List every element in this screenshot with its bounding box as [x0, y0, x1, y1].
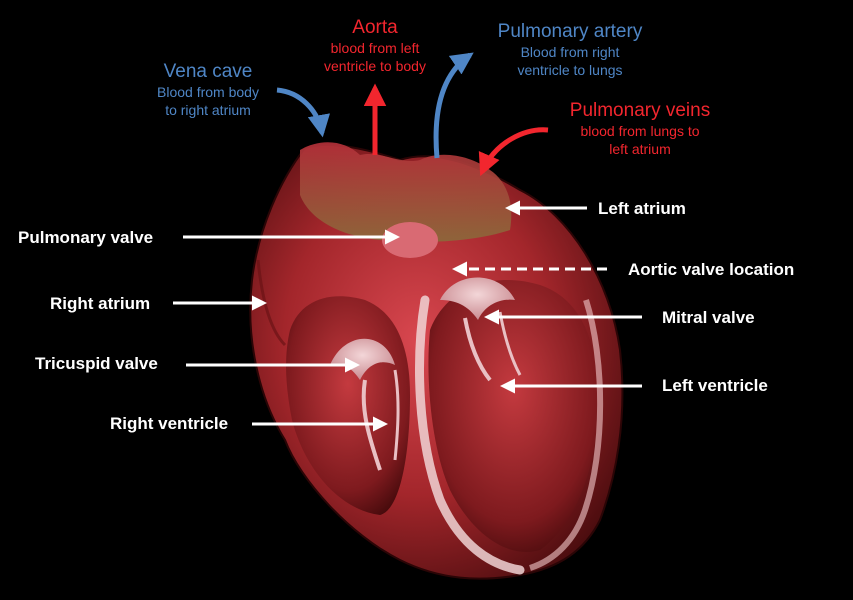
left-ventricle-label: Left ventricle — [662, 376, 768, 395]
right-ventricle-chamber — [286, 296, 410, 515]
vena-cava-arrow — [276, 87, 330, 138]
aorta-title: Aorta — [352, 17, 398, 38]
vena-cava-desc-1: Blood from body — [157, 84, 259, 100]
aorta-desc-1: blood from left — [330, 40, 420, 56]
pulmonary-artery-desc-1: Blood from right — [520, 44, 620, 60]
septum — [415, 295, 525, 575]
pulmonary-artery-desc-2: ventricle to lungs — [517, 62, 623, 78]
pulmonary-veins-desc-2: left atrium — [609, 141, 671, 157]
pulmonary-veins-desc-1: blood from lungs to — [580, 123, 700, 139]
pulmonary-artery-title: Pulmonary artery — [497, 21, 643, 42]
vena-cava-caption: Vena cave Blood from body to right atriu… — [133, 60, 283, 119]
mitral-valve-shape — [440, 277, 515, 320]
pulmonary-artery-caption: Pulmonary artery Blood from right ventri… — [480, 20, 660, 79]
mitral-valve-label: Mitral valve — [662, 308, 755, 327]
pulmonary-veins-arrow — [478, 127, 549, 177]
heart-body — [249, 142, 624, 580]
tricuspid-valve-shape — [330, 338, 395, 380]
aorta-desc-2: ventricle to body — [324, 58, 426, 74]
pulmonary-veins-title: Pulmonary veins — [569, 100, 711, 121]
vena-cava-title: Vena cave — [163, 61, 253, 82]
right-ventricle-label: Right ventricle — [110, 414, 229, 433]
left-atrium-label: Left atrium — [598, 199, 686, 218]
tricuspid-valve-label: Tricuspid valve — [35, 354, 158, 373]
aortic-valve-location-label: Aortic valve location — [628, 260, 795, 279]
vena-cava-desc-2: to right atrium — [165, 102, 251, 118]
pulmonary-veins-caption: Pulmonary veins blood from lungs to left… — [555, 99, 725, 158]
aorta-caption: Aorta blood from left ventricle to body — [300, 16, 450, 75]
pulmonary-valve-shape — [382, 222, 438, 258]
right-atrium-label: Right atrium — [50, 294, 151, 313]
pulmonary-artery-arrow — [433, 52, 474, 159]
pulmonary-valve-label: Pulmonary valve — [18, 228, 154, 247]
